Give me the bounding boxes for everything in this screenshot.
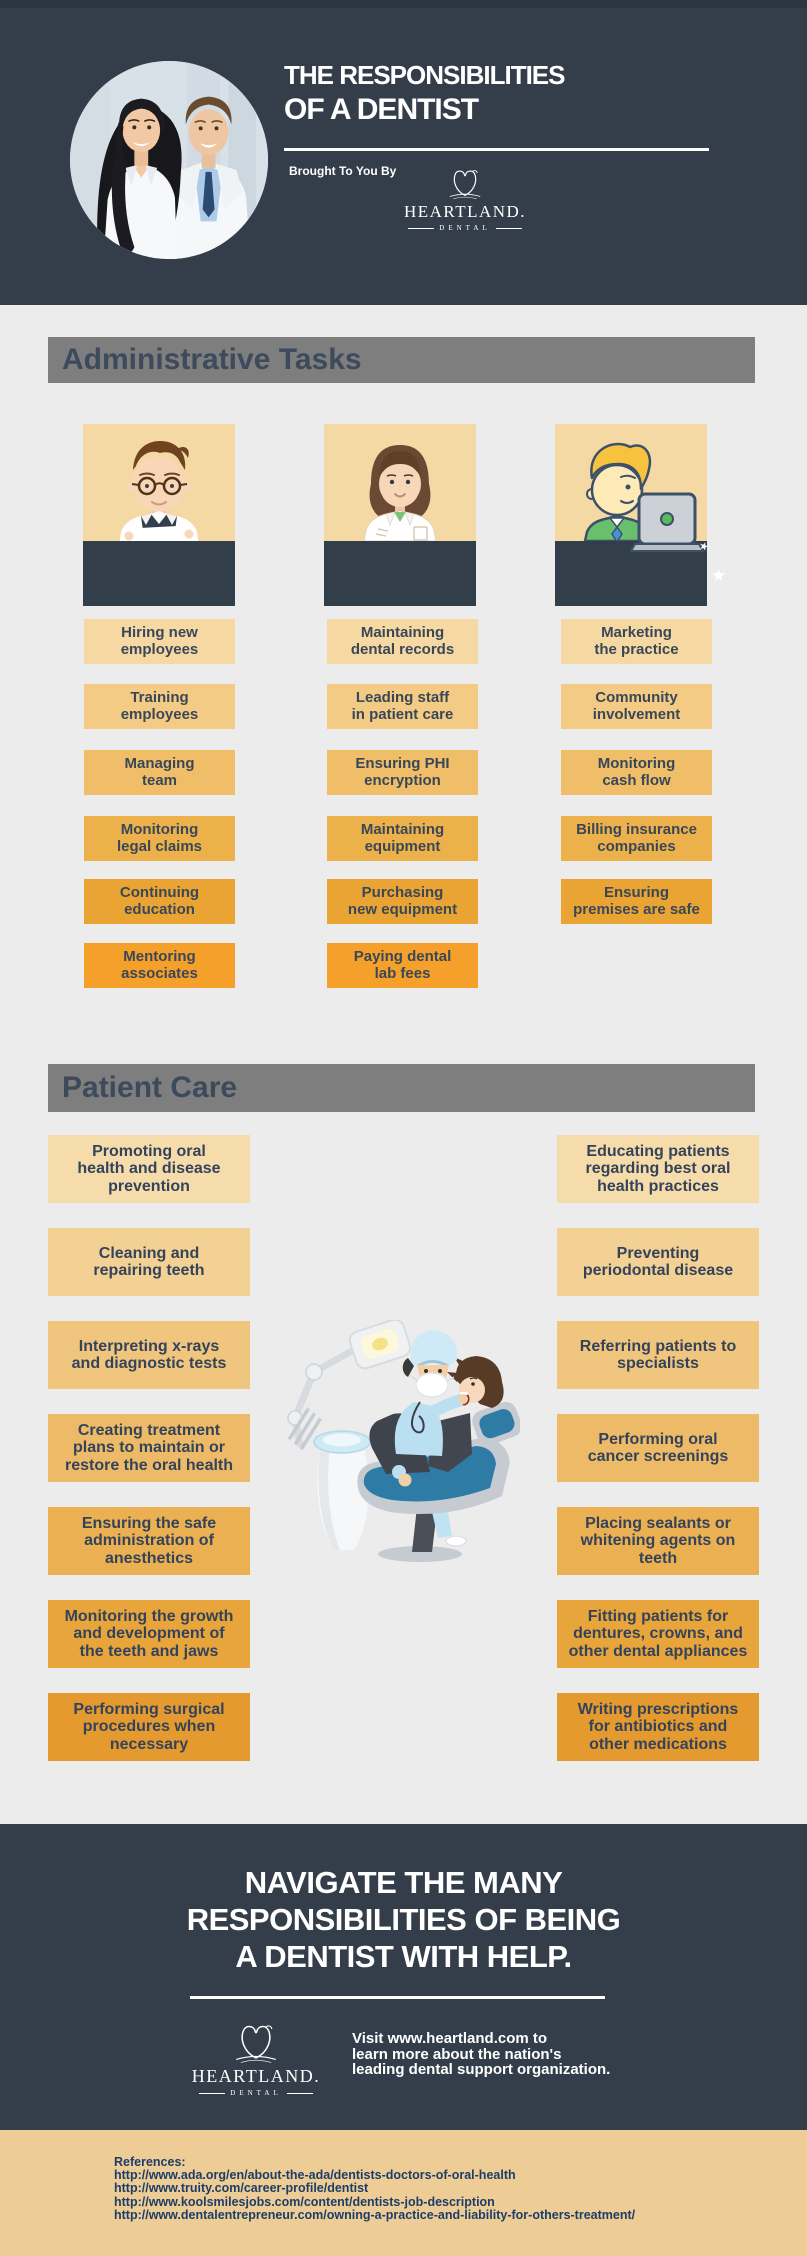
task-box: Monitoring the growth and development of… xyxy=(48,1600,250,1668)
task-box: Performing surgical procedures when nece… xyxy=(48,1693,250,1761)
task-box: Continuing education xyxy=(84,879,235,924)
task-box: Referring patients to specialists xyxy=(557,1321,759,1389)
references-title: References: xyxy=(114,2155,186,2169)
heartland-dental-sub: DENTAL xyxy=(408,224,522,232)
admin-card-marketer xyxy=(555,424,707,606)
task-box: Monitoring cash flow xyxy=(561,750,712,795)
footer: NAVIGATE THE MANY RESPONSIBILITIES OF BE… xyxy=(0,1824,807,2130)
task-box: Community involvement xyxy=(561,684,712,729)
heartland-wordmark: HEARTLAND. xyxy=(191,2066,321,2086)
task-box: Cleaning and repairing teeth xyxy=(48,1228,250,1296)
dentist-treating-patient-illustration xyxy=(287,1318,522,1562)
heartland-logo: HEARTLAND. DENTAL xyxy=(398,166,532,232)
dentists-photo xyxy=(70,61,268,259)
page-title-line2: OF A DENTIST xyxy=(284,93,479,126)
patient-section-title: Patient Care xyxy=(62,1071,238,1104)
reference-url: http://www.dentalentrepreneur.com/owning… xyxy=(114,2207,636,2222)
task-box: Leading staff in patient care xyxy=(327,684,478,729)
logo-dash-left xyxy=(199,2092,226,2094)
task-box: Writing prescriptions for antibiotics an… xyxy=(557,1693,759,1761)
title-underline xyxy=(284,148,709,151)
header-top-strip xyxy=(0,0,807,8)
dentists-photo-illustration xyxy=(70,61,268,259)
task-box: Ensuring the safe administration of anes… xyxy=(48,1507,250,1575)
dentist-chair-scene xyxy=(280,1318,522,1565)
task-box: Promoting oral health and disease preven… xyxy=(48,1135,250,1203)
reference-url: http://www.ada.org/en/about-the-ada/dent… xyxy=(114,2168,516,2183)
task-box: Purchasing new equipment xyxy=(327,879,478,924)
task-box: Educating patients regarding best oral h… xyxy=(557,1135,759,1203)
task-box: Maintaining equipment xyxy=(327,816,478,861)
reference-url: http://www.koolsmilesjobs.com/content/de… xyxy=(114,2194,495,2209)
task-box: Maintaining dental records xyxy=(327,619,478,664)
page-title-line1: THE RESPONSIBILITIES xyxy=(284,60,565,90)
task-box: Monitoring legal claims xyxy=(84,816,235,861)
star-icon: ★ xyxy=(711,566,727,585)
footer-underline xyxy=(190,1996,605,1999)
task-box: Creating treatment plans to maintain or … xyxy=(48,1414,250,1482)
admin-section-banner: Administrative Tasks xyxy=(48,337,755,383)
page-title: THE RESPONSIBILITIES OF A DENTIST xyxy=(284,58,565,128)
tooth-icon xyxy=(449,170,481,200)
star-icon-small: ★ xyxy=(697,539,711,555)
task-box: Ensuring premises are safe xyxy=(561,879,712,924)
heartland-logo-footer: HEARTLAND. DENTAL xyxy=(186,2020,326,2097)
header: THE RESPONSIBILITIES OF A DENTIST Brough… xyxy=(0,0,807,305)
tooth-icon xyxy=(236,2025,276,2063)
footer-headline: NAVIGATE THE MANY RESPONSIBILITIES OF BE… xyxy=(186,1865,621,1974)
task-box: Hiring new employees xyxy=(84,619,235,664)
marketer-at-laptop-illustration xyxy=(555,424,707,606)
task-box: Training employees xyxy=(84,684,235,729)
admin-section-title: Administrative Tasks xyxy=(62,343,362,376)
task-box: Fitting patients for dentures, crowns, a… xyxy=(557,1600,759,1668)
reference-url: http://www.truity.com/career-profile/den… xyxy=(114,2181,369,2196)
logo-dash-right xyxy=(495,227,522,229)
heartland-dental-sub: DENTAL xyxy=(199,2089,313,2097)
task-box: Preventing periodontal disease xyxy=(557,1228,759,1296)
task-box: Performing oral cancer screenings xyxy=(557,1414,759,1482)
female-dentist xyxy=(97,98,182,259)
receptionist-illustration xyxy=(324,424,476,606)
heartland-sub-label: DENTAL xyxy=(439,224,491,232)
task-box: Marketing the practice xyxy=(561,619,712,664)
task-box: Interpreting x-rays and diagnostic tests xyxy=(48,1321,250,1389)
office-manager-illustration xyxy=(83,424,235,606)
task-box: Mentoring associates xyxy=(84,943,235,988)
heartland-wordmark: HEARTLAND. xyxy=(403,202,527,221)
visit-text: Visit www.heartland.com to learn more ab… xyxy=(352,2030,611,2078)
logo-dash-left xyxy=(408,227,435,229)
task-box: Billing insurance companies xyxy=(561,816,712,861)
task-box: Ensuring PHI encryption xyxy=(327,750,478,795)
references-section: References: http://www.ada.org/en/about-… xyxy=(0,2130,807,2256)
male-dentist xyxy=(165,96,251,259)
references-block: References: http://www.ada.org/en/about-… xyxy=(114,2155,636,2222)
logo-dash-right xyxy=(286,2092,313,2094)
task-box: Managing team xyxy=(84,750,235,795)
brought-by-label: Brought To You By xyxy=(289,164,397,178)
task-box: Placing sealants or whitening agents on … xyxy=(557,1507,759,1575)
heartland-sub-label: DENTAL xyxy=(230,2089,282,2097)
admin-card-receptionist xyxy=(324,424,476,606)
admin-card-manager xyxy=(83,424,235,606)
task-box: Paying dental lab fees xyxy=(327,943,478,988)
patient-section-banner: Patient Care xyxy=(48,1064,755,1112)
